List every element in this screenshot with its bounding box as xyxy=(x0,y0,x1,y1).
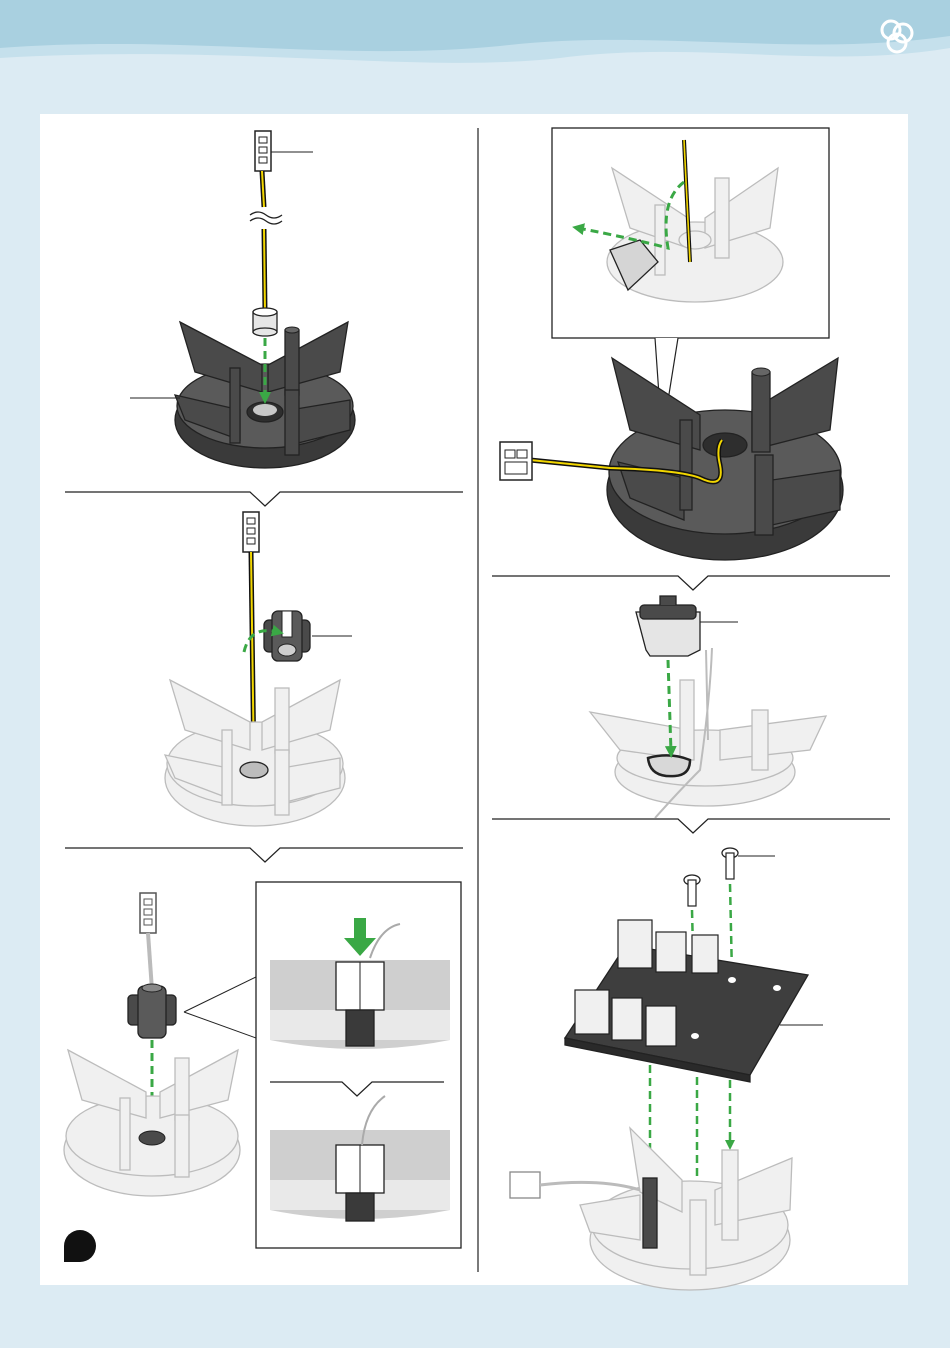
step-marker-icon xyxy=(64,1230,96,1262)
wire-connector xyxy=(255,131,271,171)
wire-connector xyxy=(140,893,156,933)
header-wave xyxy=(0,0,950,63)
wire-connector xyxy=(500,442,532,480)
grommet xyxy=(253,308,277,336)
cap-part xyxy=(636,596,700,656)
wire-connector xyxy=(243,512,259,552)
